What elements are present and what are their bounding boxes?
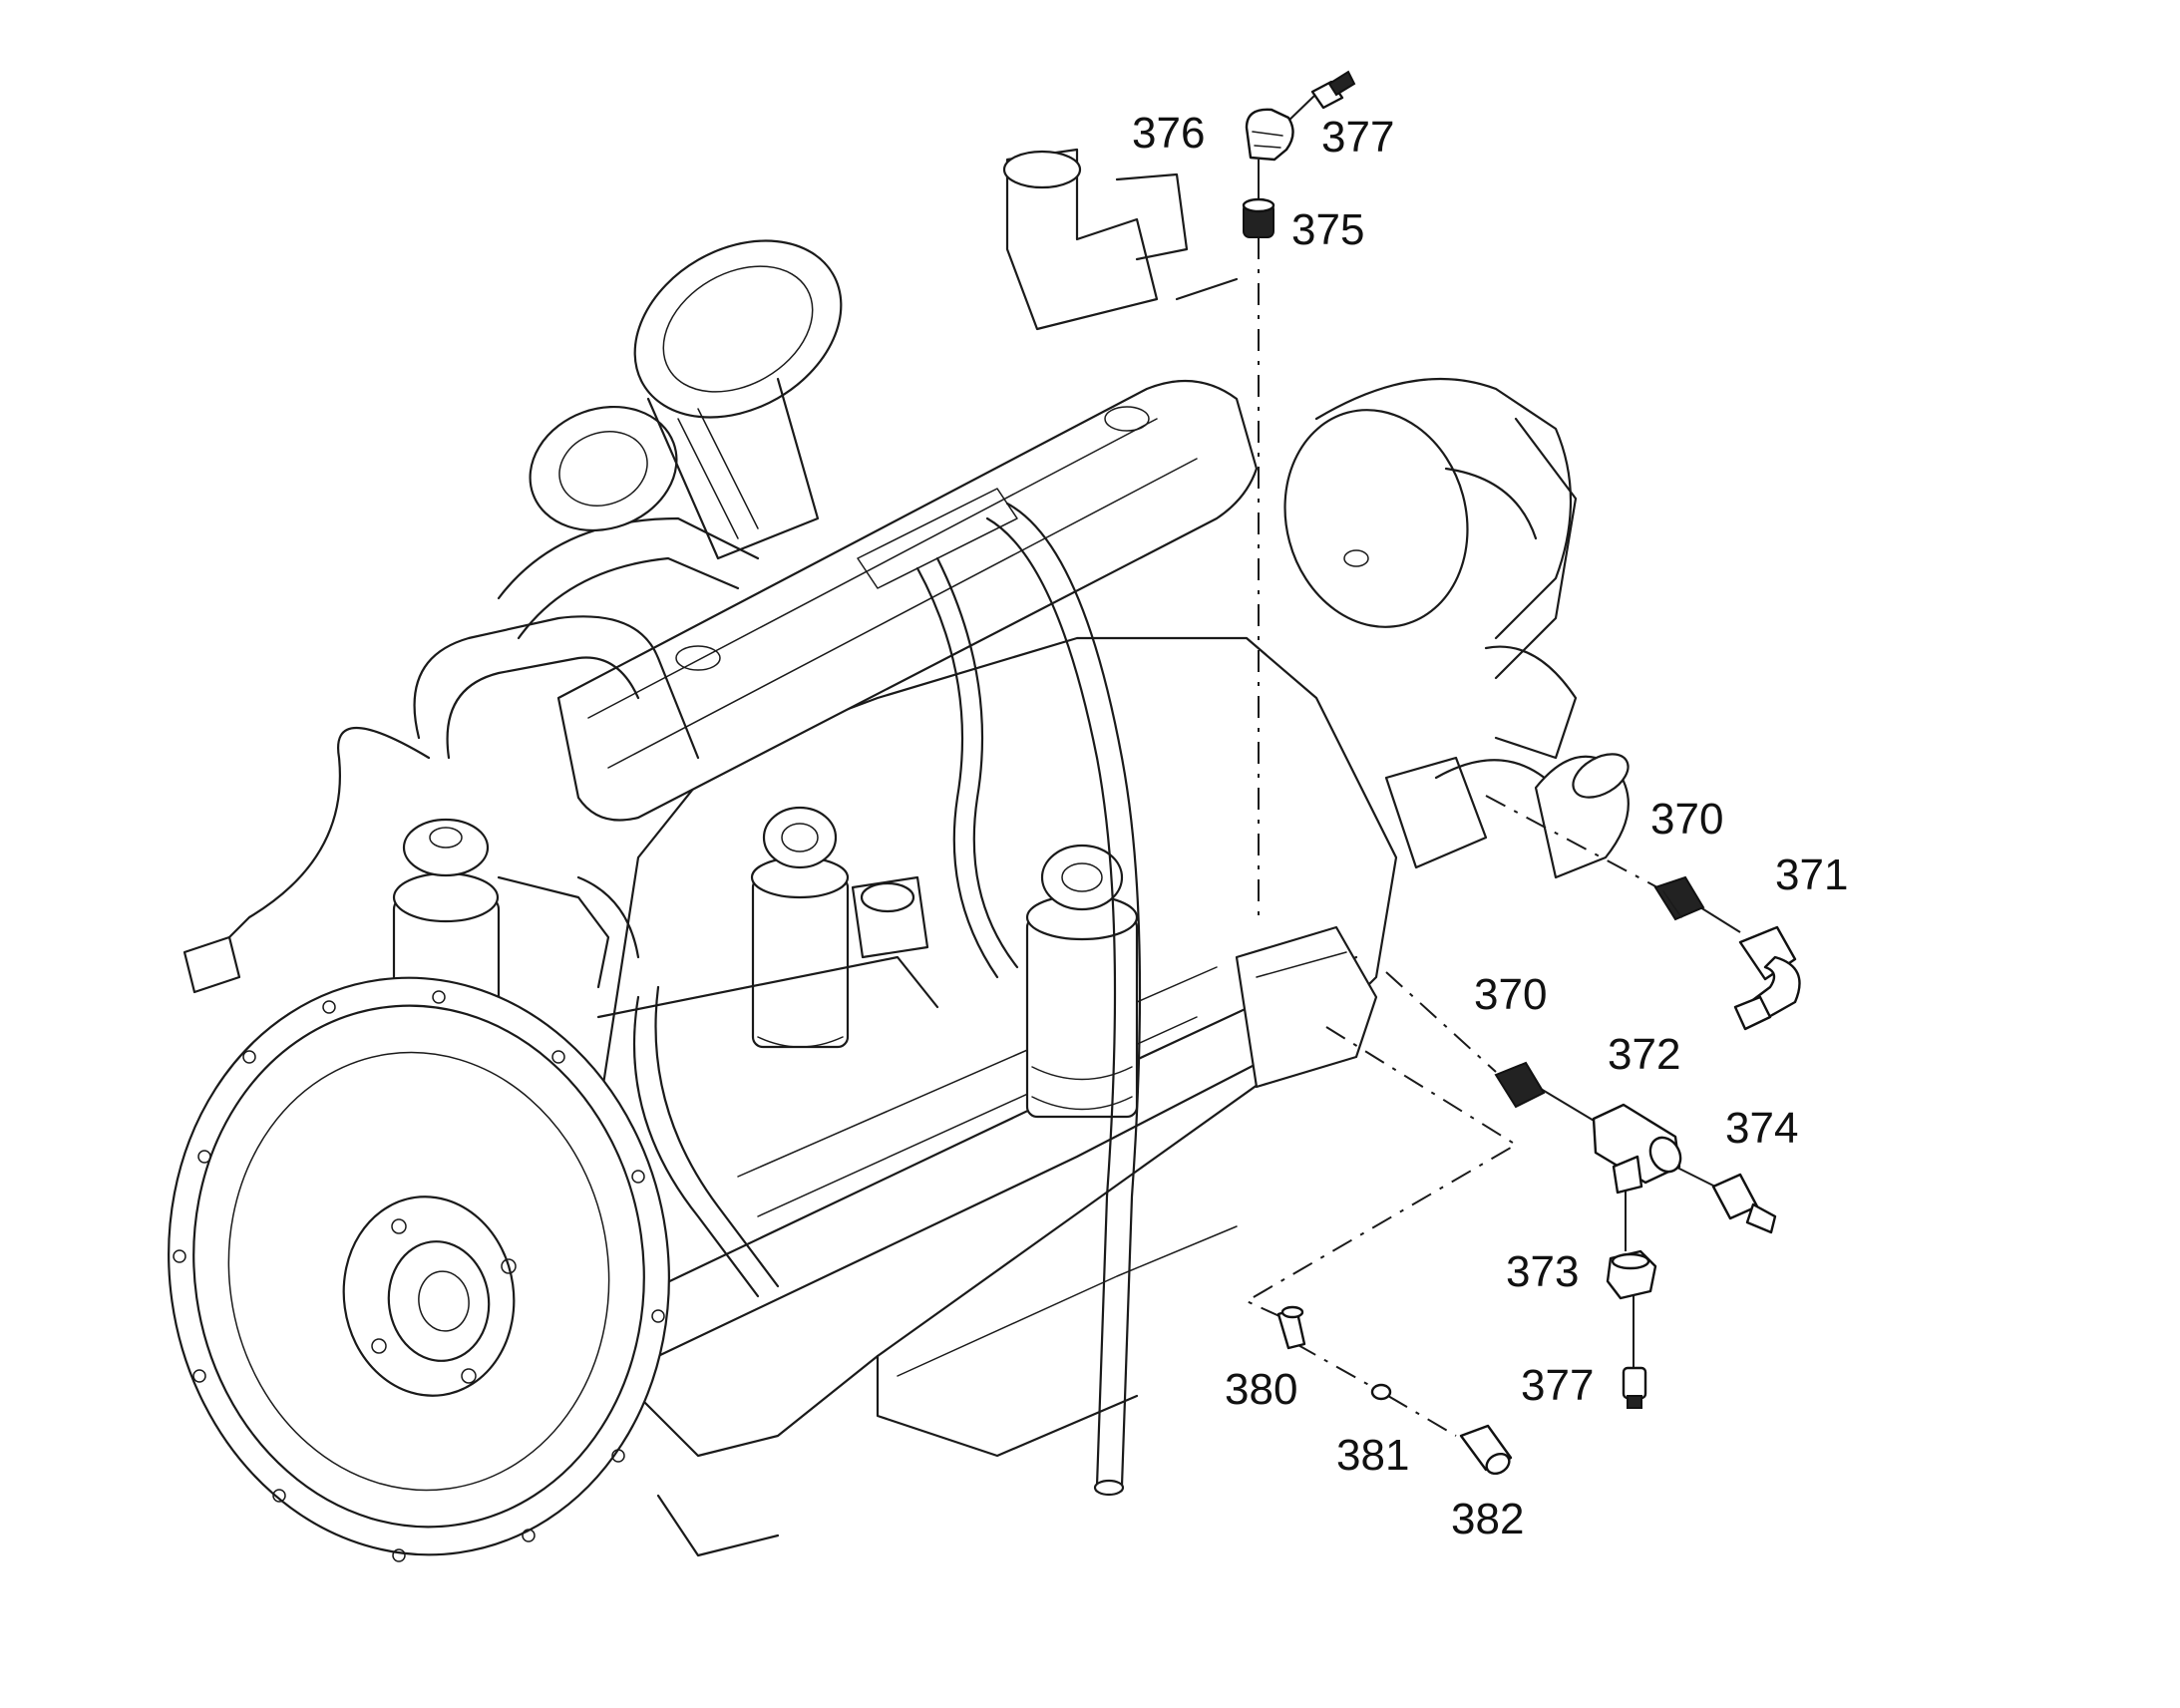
callout-381: 381 bbox=[1336, 1431, 1409, 1480]
callout-370-b: 370 bbox=[1474, 970, 1547, 1019]
alternator bbox=[1283, 377, 1578, 760]
leader-lines bbox=[1244, 95, 1741, 1437]
valve-cover bbox=[556, 379, 1259, 822]
callout-370-a: 370 bbox=[1650, 795, 1723, 844]
part-377-bottom bbox=[1622, 1366, 1647, 1409]
part-370-a bbox=[1653, 875, 1705, 921]
callout-377-bottom: 377 bbox=[1521, 1361, 1594, 1410]
callout-373: 373 bbox=[1506, 1247, 1579, 1296]
flywheel-bolts bbox=[173, 990, 665, 1562]
callout-376: 376 bbox=[1132, 109, 1205, 158]
sensor-wire bbox=[207, 727, 431, 959]
part-381 bbox=[1370, 1383, 1392, 1401]
fuel-filter-right bbox=[1025, 844, 1139, 1119]
part-374 bbox=[1711, 1173, 1777, 1234]
engine-assembly bbox=[168, 148, 1630, 1562]
part-376 bbox=[1245, 108, 1294, 162]
exploded-parts bbox=[1242, 70, 1801, 1476]
part-373 bbox=[1606, 1249, 1657, 1300]
callout-380: 380 bbox=[1225, 1365, 1297, 1414]
turbocharger bbox=[529, 239, 843, 560]
callouts: 376 377 375 370 371 370 372 374 373 377 … bbox=[1132, 109, 1848, 1543]
callout-371: 371 bbox=[1775, 851, 1848, 899]
part-370-b bbox=[1494, 1061, 1546, 1109]
callout-377-top: 377 bbox=[1321, 113, 1394, 162]
part-372 bbox=[1592, 1103, 1682, 1195]
part-375 bbox=[1242, 197, 1275, 238]
callout-374: 374 bbox=[1725, 1104, 1798, 1153]
part-380 bbox=[1276, 1305, 1306, 1350]
flywheel-housing bbox=[168, 955, 939, 1557]
callout-382: 382 bbox=[1451, 1495, 1524, 1543]
part-377-top bbox=[1310, 70, 1356, 110]
fuel-filter-left bbox=[750, 806, 850, 1049]
dipstick-tube bbox=[985, 516, 1117, 1488]
part-371 bbox=[1733, 925, 1801, 1031]
part-382 bbox=[1459, 1424, 1513, 1476]
callout-372: 372 bbox=[1608, 1030, 1680, 1079]
callout-375: 375 bbox=[1291, 205, 1364, 254]
